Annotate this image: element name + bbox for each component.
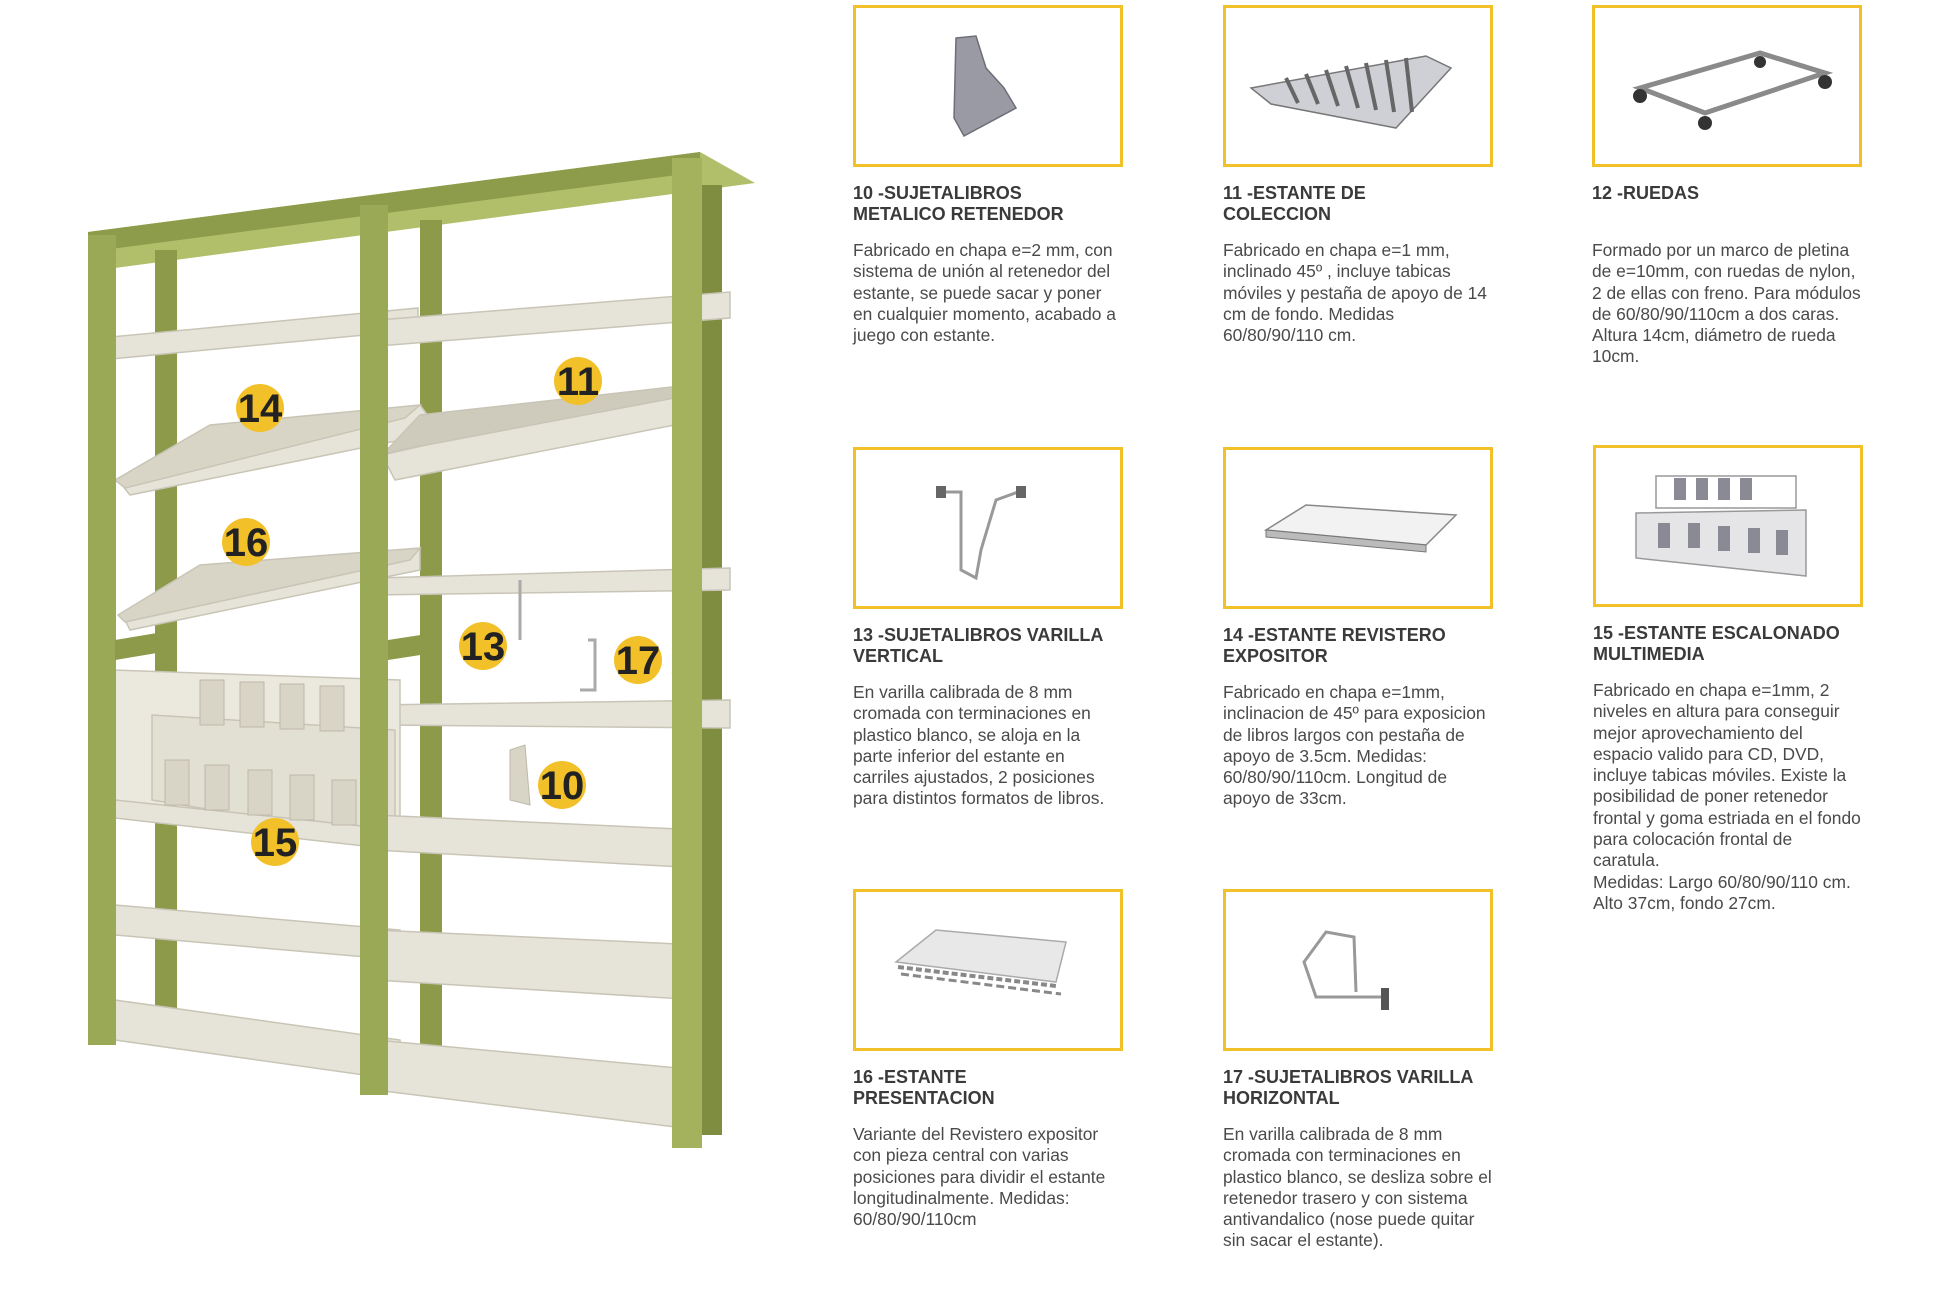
item-description-10: Fabricado en chapa e=2 mm, con sistema d… [853,240,1116,346]
item-thumbnail-12 [1592,5,1862,167]
item-description-16: Variante del Revistero expositor con pie… [853,1124,1106,1230]
marker-15: 15 [251,818,299,866]
item-thumbnail-11 [1223,5,1493,167]
item-thumbnail-16 [853,889,1123,1051]
item-title-11: 11 -ESTANTE DE COLECCION [1223,183,1366,224]
shelf-frame-front [88,158,702,1148]
svg-text:14: 14 [238,387,283,431]
shelving-unit-illustration: 14 11 16 13 17 10 15 [88,152,755,1148]
item-description-11: Fabricado en chapa e=1 mm, inclinado 45º… [1223,240,1487,346]
marker-11: 11 [554,357,602,405]
item-description-14: Fabricado en chapa e=1mm, inclinacion de… [1223,682,1486,809]
marker-13: 13 [459,622,507,670]
item-title-12: 12 -RUEDAS [1592,183,1700,203]
item-description-15: Fabricado en chapa e=1mm, 2 niveles en a… [1593,680,1861,913]
svg-text:17: 17 [616,639,661,683]
marker-10: 10 [538,761,586,809]
svg-text:11: 11 [557,360,599,404]
svg-text:16: 16 [224,521,269,565]
horizontal-rod-icon [1302,930,1389,1010]
svg-text:10: 10 [540,764,585,808]
item-description-12: Formado por un marco de pletina de e=10m… [1592,240,1861,367]
item-thumbnail-14 [1223,447,1493,609]
item-title-14: 14 -ESTANTE REVISTERO EXPOSITOR [1223,625,1446,666]
item-thumbnail-10 [853,5,1123,167]
item-description-13: En varilla calibrada de 8 mm cromada con… [853,682,1105,809]
item-title-13: 13 -SUJETALIBROS VARILLA VERTICAL [853,625,1104,666]
bookend-plate-icon [953,35,1018,138]
collection-shelf-icon [1249,55,1453,129]
item-title-15: 15 -ESTANTE ESCALONADO MULTIMEDIA [1593,623,1840,664]
svg-text:15: 15 [253,821,298,865]
item-title-17: 17 -SUJETALIBROS VARILLA HORIZONTAL [1223,1067,1474,1108]
item-title-10: 10 -SUJETALIBROS METALICO RETENEDOR [853,183,1064,224]
wheel-frame-icon [1632,50,1834,130]
marker-17: 17 [614,636,662,684]
shelves [99,291,731,1131]
presentation-shelf-icon [894,929,1067,996]
item-thumbnail-13 [853,447,1123,609]
marker-16: 16 [222,518,270,566]
item-thumbnail-15 [1593,445,1863,607]
magazine-shelf-icon [1263,504,1458,553]
svg-text:13: 13 [461,625,506,669]
item-title-16: 16 -ESTANTE PRESENTACION [853,1067,995,1108]
stepped-shelf-icon [1635,475,1807,577]
item-thumbnail-17 [1223,889,1493,1051]
vertical-rod-icon [936,486,1026,581]
marker-14: 14 [236,384,284,432]
item-description-17: En varilla calibrada de 8 mm cromada con… [1223,1124,1492,1251]
dividers [164,580,597,826]
